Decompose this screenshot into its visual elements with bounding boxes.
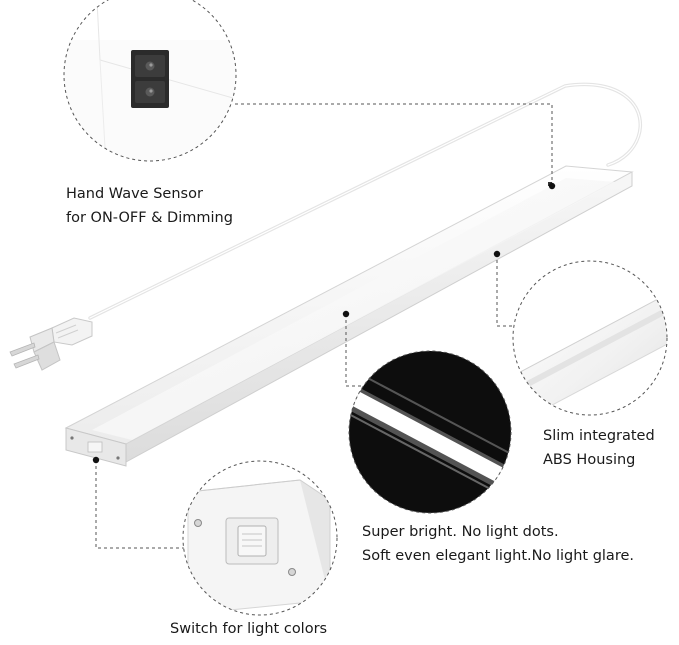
feature-switch-line-1: Switch for light colors: [170, 621, 328, 637]
power-plug-icon: [9, 317, 93, 371]
zoom-light: [348, 350, 512, 514]
light-bar: [64, 165, 634, 467]
zoom-switch: [182, 460, 338, 616]
callout-dot-icon: [92, 182, 556, 464]
feature-housing-caption: Slim integrated ABS Housing: [543, 424, 655, 472]
zoom-housing: [512, 260, 668, 416]
zoom-sensor: [63, 0, 237, 162]
sensor-window-icon: [131, 50, 169, 108]
slide-switch-icon: [225, 517, 279, 565]
feature-sensor-line-2: for ON-OFF & Dimming: [66, 210, 233, 226]
feature-housing-line-2: ABS Housing: [543, 452, 636, 468]
feature-sensor-line-1: Hand Wave Sensor: [66, 186, 203, 202]
feature-light-line-2: Soft even elegant light.No light glare.: [362, 548, 634, 564]
power-cord: [88, 82, 642, 320]
feature-light-caption: Super bright. No light dots. Soft even e…: [362, 520, 634, 568]
feature-housing-line-1: Slim integrated: [543, 428, 655, 444]
callout-lines: [95, 103, 553, 549]
feature-switch-caption: Switch for light colors: [170, 617, 327, 641]
feature-light-line-1: Super bright. No light dots.: [362, 524, 559, 540]
feature-sensor-caption: Hand Wave Sensor for ON-OFF & Dimming: [66, 182, 233, 230]
